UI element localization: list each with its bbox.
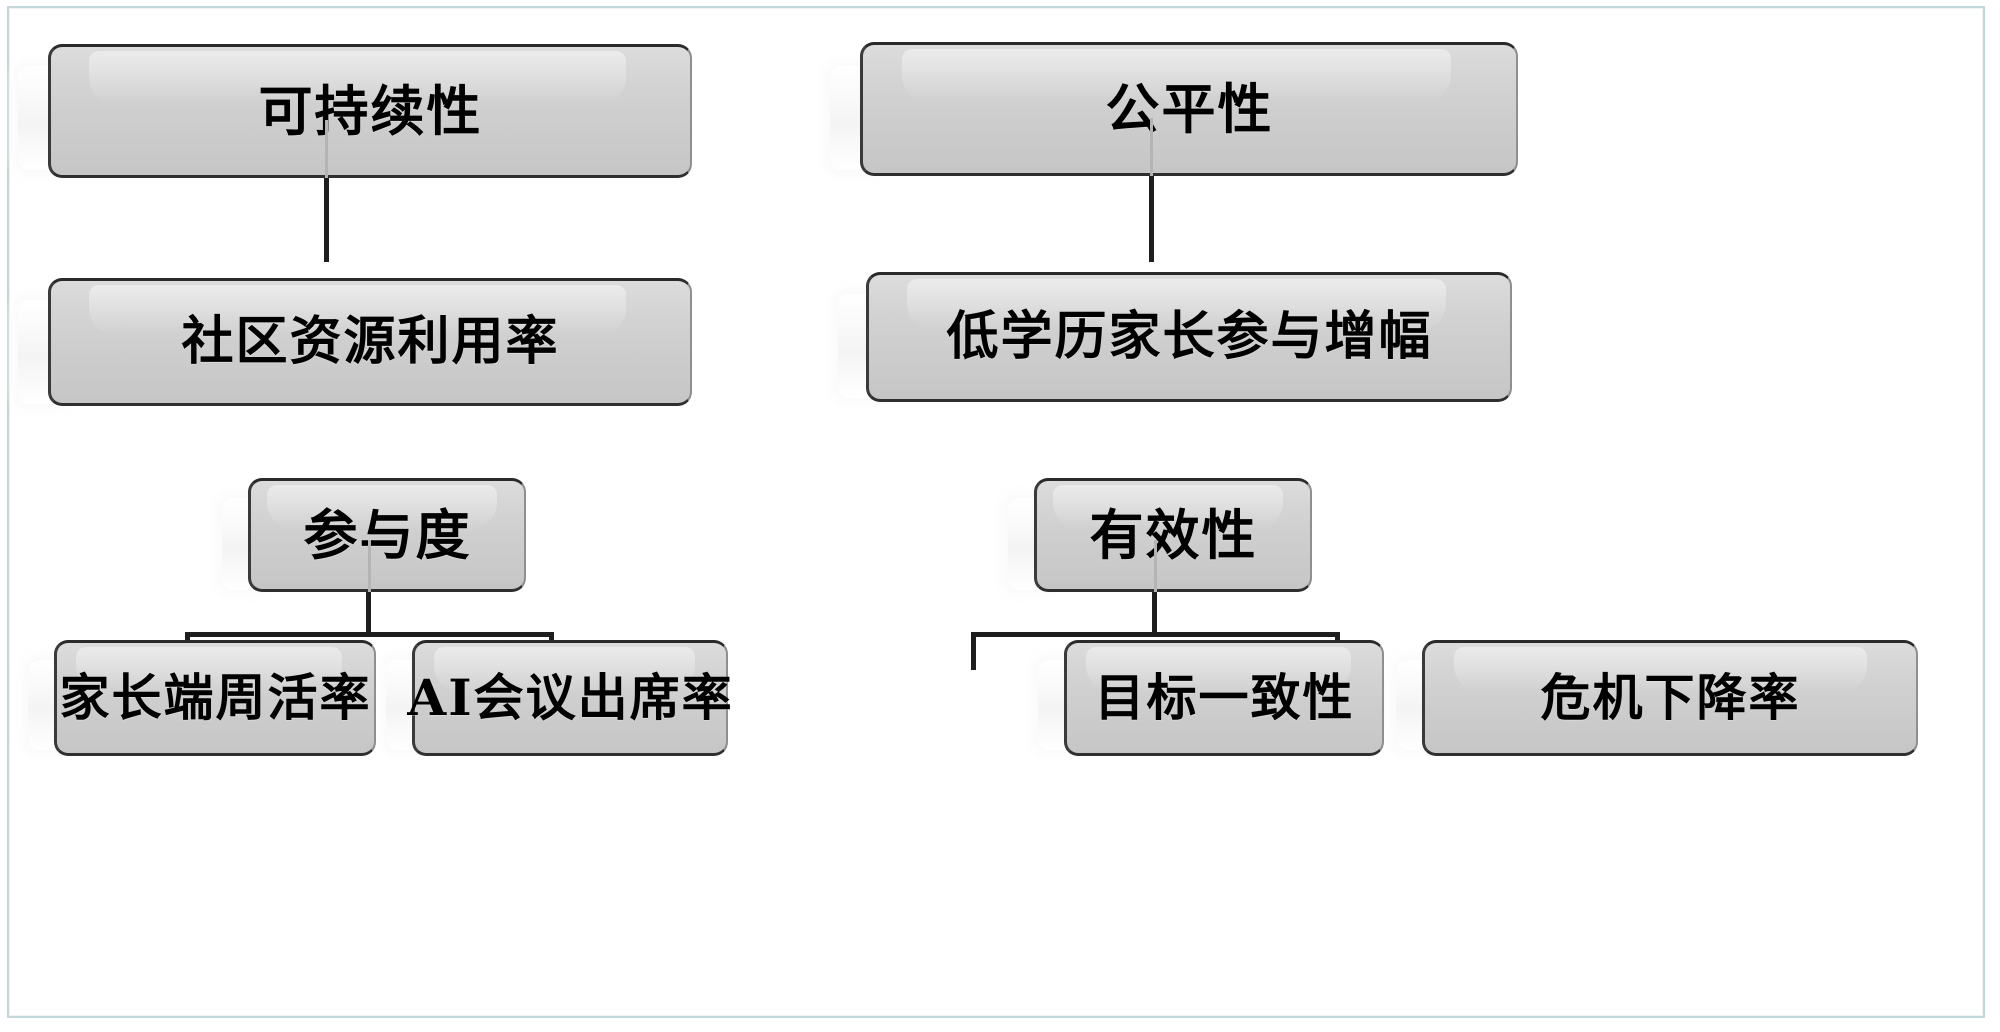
node-parent-weekly-active-rate[interactable]: 家长端周活率 xyxy=(54,640,376,756)
node-goal-alignment[interactable]: 目标一致性 xyxy=(1064,640,1384,756)
connector-stem-inner xyxy=(368,540,371,592)
node-ai-meeting-attendance-rate[interactable]: AI会议出席率 xyxy=(407,640,732,756)
node-label: 危机下降率 xyxy=(1540,668,1801,727)
node-label: 社区资源利用率 xyxy=(181,311,560,372)
node-label: 目标一致性 xyxy=(1094,668,1355,727)
connector-sustainability xyxy=(324,178,329,262)
connector-equity xyxy=(1149,176,1154,262)
connector-engagement-bracket xyxy=(185,632,554,637)
connector-stem-inner xyxy=(1150,118,1153,176)
node-equity-root[interactable]: 公平性 xyxy=(860,42,1518,176)
node-label: 参与度 xyxy=(303,503,472,567)
connector-stem-inner xyxy=(1154,540,1157,592)
node-label: 公平性 xyxy=(1105,77,1274,141)
node-label: AI会议出席率 xyxy=(407,668,734,727)
node-crisis-decline-rate[interactable]: 危机下降率 xyxy=(1422,640,1918,756)
node-effectiveness-root[interactable]: 有效性 xyxy=(1034,478,1312,592)
connector-stem-inner xyxy=(325,120,328,178)
node-label: 可持续性 xyxy=(258,79,483,143)
connector-engagement-stem xyxy=(366,592,371,636)
node-engagement-root[interactable]: 参与度 xyxy=(248,478,526,592)
node-community-resource-usage[interactable]: 社区资源利用率 xyxy=(48,278,692,406)
connector-effectiveness-bracket xyxy=(971,632,1340,637)
node-label: 有效性 xyxy=(1089,503,1258,567)
connector-effectiveness-left-drop xyxy=(971,632,976,670)
node-sustainability-root[interactable]: 可持续性 xyxy=(48,44,692,178)
connector-effectiveness-stem xyxy=(1152,592,1157,636)
node-label: 家长端周活率 xyxy=(59,668,372,727)
node-low-education-parent-participation-growth[interactable]: 低学历家长参与增幅 xyxy=(866,272,1512,402)
node-label: 低学历家长参与增幅 xyxy=(946,306,1433,367)
